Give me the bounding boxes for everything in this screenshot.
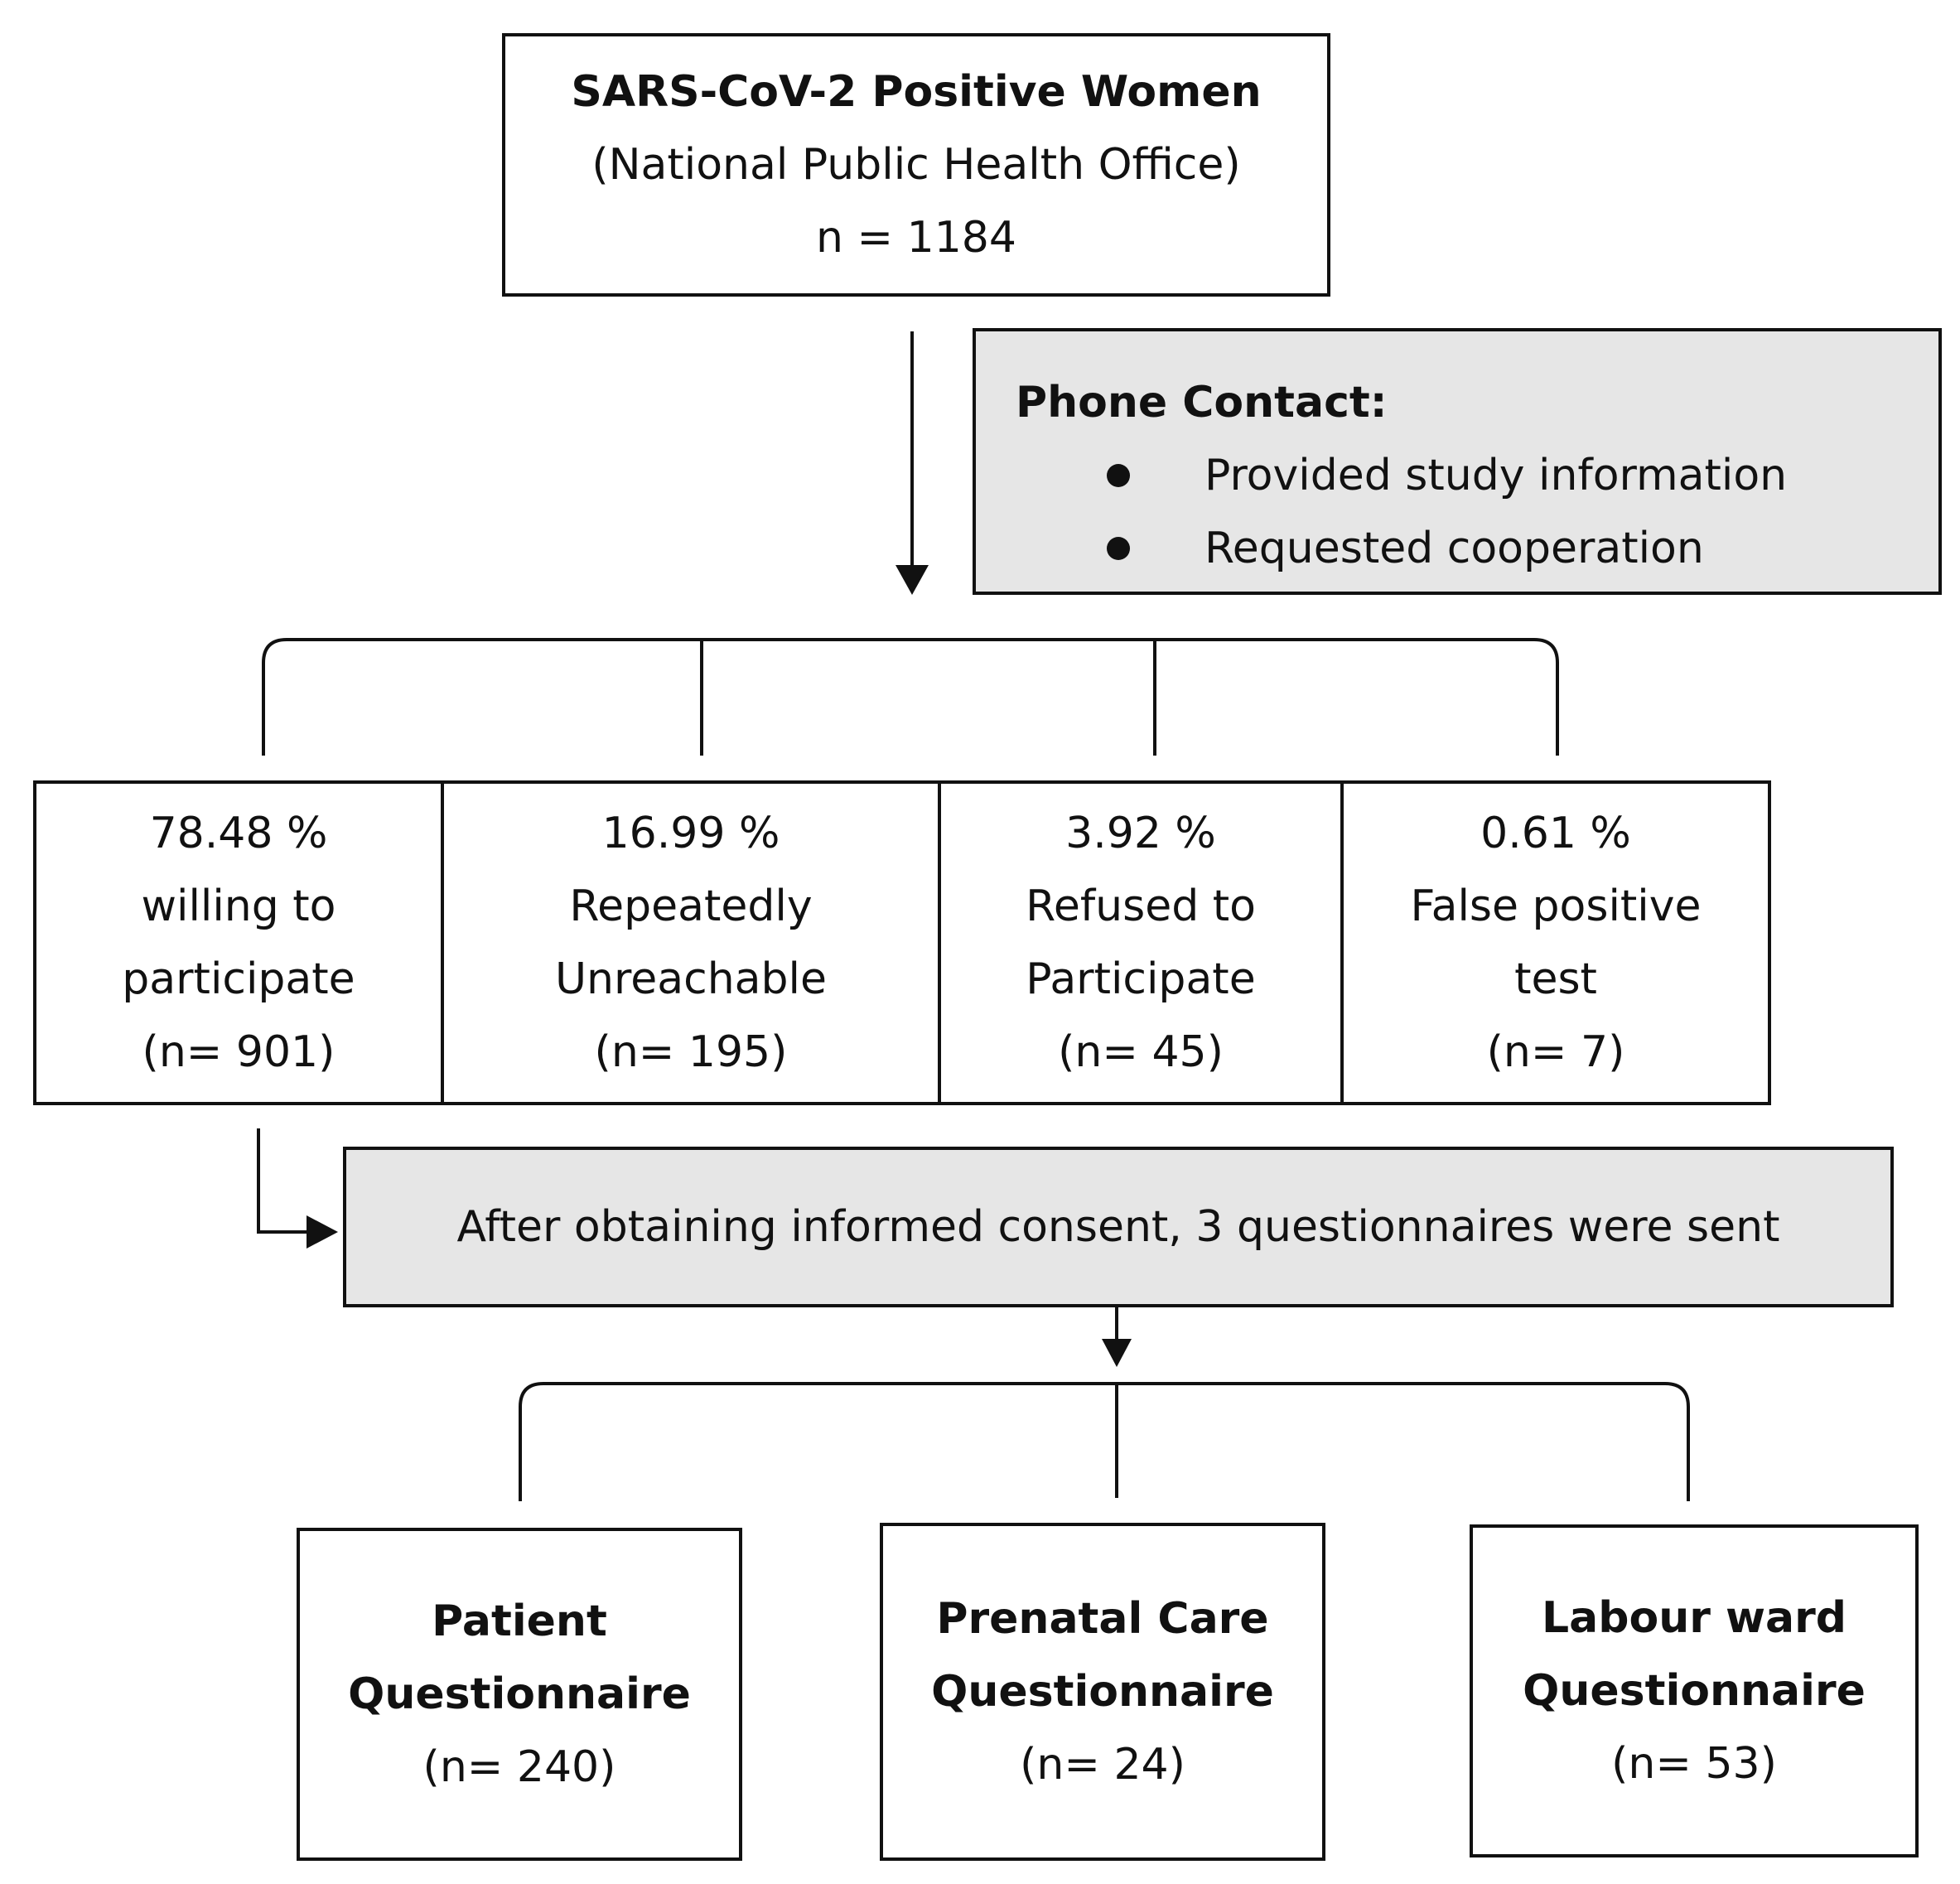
phone-contact-bullet: Provided study information [1016, 439, 1787, 512]
arrow-head-consent [307, 1215, 338, 1249]
arrow-head-top [896, 565, 929, 595]
outcome-box-false-positive: 0.61 % False positive test (n= 7) [1340, 780, 1771, 1105]
questionnaire-title: Questionnaire [348, 1669, 691, 1719]
outcome-count: (n= 7) [1486, 1027, 1625, 1077]
outcome-box-willing: 78.48 % willing to participate (n= 901) [33, 780, 444, 1105]
questionnaire-count: (n= 240) [422, 1742, 616, 1792]
questionnaire-box-prenatal: Prenatal Care Questionnaire (n= 24) [880, 1523, 1325, 1861]
outcome-label: Refused to [1026, 882, 1256, 931]
questionnaire-title: Prenatal Care [936, 1594, 1269, 1644]
outcome-percent: 0.61 % [1480, 809, 1631, 858]
questionnaire-title: Patient [432, 1597, 607, 1646]
consent-box: After obtaining informed consent, 3 ques… [343, 1147, 1894, 1307]
bullet-icon [1107, 537, 1130, 560]
outcome-count: (n= 195) [594, 1027, 788, 1077]
phone-contact-title: Phone Contact: [1016, 378, 1388, 428]
questionnaire-title: Labour ward [1542, 1593, 1847, 1643]
brace-outcomes [262, 638, 1559, 756]
outcome-count: (n= 45) [1058, 1027, 1224, 1077]
consent-text: After obtaining informed consent, 3 ques… [456, 1202, 1780, 1252]
outcome-percent: 78.48 % [149, 809, 328, 858]
outcome-label: test [1514, 954, 1597, 1004]
questionnaire-box-patient: Patient Questionnaire (n= 240) [297, 1528, 742, 1861]
outcome-label: Unreachable [555, 954, 827, 1004]
outcome-label: Participate [1026, 954, 1256, 1004]
outcome-count: (n= 901) [142, 1027, 336, 1077]
top-box-title: SARS-CoV-2 Positive Women [571, 67, 1262, 117]
bullet-icon [1107, 464, 1130, 487]
outcome-box-refused: 3.92 % Refused to Participate (n= 45) [938, 780, 1344, 1105]
outcome-label: participate [122, 954, 355, 1004]
questionnaire-title: Questionnaire [1523, 1666, 1866, 1716]
brace-questionnaires [519, 1382, 1690, 1501]
top-box-subtitle: (National Public Health Office) [591, 140, 1241, 190]
arrow-head-consent-down [1102, 1339, 1132, 1367]
phone-contact-box: Phone Contact: Provided study informatio… [973, 328, 1942, 595]
questionnaire-count: (n= 24) [1020, 1740, 1185, 1790]
questionnaire-box-labour-ward: Labour ward Questionnaire (n= 53) [1470, 1524, 1919, 1857]
outcome-percent: 16.99 % [601, 809, 780, 858]
phone-contact-bullet: Requested cooperation [1016, 512, 1704, 585]
questionnaire-title: Questionnaire [931, 1667, 1274, 1717]
top-box-positive-women: SARS-CoV-2 Positive Women (National Publ… [502, 33, 1330, 297]
outcome-label: False positive [1410, 882, 1702, 931]
outcome-label: willing to [141, 882, 336, 931]
questionnaire-count: (n= 53) [1611, 1739, 1777, 1789]
top-box-count: n = 1184 [816, 213, 1016, 263]
outcome-label: Repeatedly [569, 882, 813, 931]
outcome-percent: 3.92 % [1065, 809, 1216, 858]
outcome-box-unreachable: 16.99 % Repeatedly Unreachable (n= 195) [441, 780, 941, 1105]
arrow-willing-to-consent [257, 1128, 308, 1234]
